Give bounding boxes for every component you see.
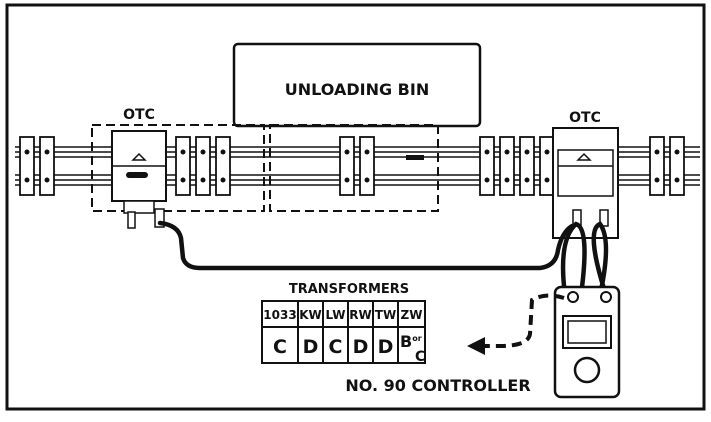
tie-spike xyxy=(544,177,550,183)
table-header-cell: LW xyxy=(326,308,346,322)
otc-left-outline xyxy=(91,124,265,212)
tie-spike xyxy=(504,177,510,183)
tie-spike xyxy=(180,149,186,155)
tie-spike xyxy=(220,177,226,183)
table-header-cell: 1033 xyxy=(263,308,296,322)
controller-button xyxy=(573,356,601,384)
controller-terminal-2 xyxy=(600,291,612,303)
tie-spike xyxy=(200,177,206,183)
table-value-cell: D xyxy=(303,336,319,358)
tie-spike xyxy=(524,149,530,155)
controller-terminal-1 xyxy=(567,291,579,303)
tie-spike xyxy=(180,177,186,183)
tie-spike xyxy=(654,177,660,183)
wire-otc-left-to-controller xyxy=(157,220,575,271)
terminal-right-2 xyxy=(599,209,609,227)
tie-spike xyxy=(364,149,370,155)
tie-spike xyxy=(504,149,510,155)
tie-spike xyxy=(674,177,680,183)
otc-right-label: OTC xyxy=(569,110,601,126)
tie-spike xyxy=(544,149,550,155)
table-header-cell: RW xyxy=(349,308,371,322)
tie-spike xyxy=(654,149,660,155)
table-value-cell: C xyxy=(329,336,343,358)
table-header-cell: ZW xyxy=(401,308,423,322)
table-header-cell: TW xyxy=(375,308,396,322)
track-tie xyxy=(339,136,355,196)
table-header-cell: KW xyxy=(299,308,322,322)
terminal-left-1 xyxy=(127,211,136,229)
track-tie xyxy=(39,136,55,196)
wire-loop-1 xyxy=(560,221,587,298)
lead-arrowhead xyxy=(467,337,485,355)
tie-spike xyxy=(24,149,30,155)
track-tie xyxy=(19,136,35,196)
table-value-cell: D xyxy=(353,336,369,358)
track-tie xyxy=(499,136,515,196)
track-tie xyxy=(519,136,535,196)
tie-spike xyxy=(364,177,370,183)
tie-spike xyxy=(44,177,50,183)
track-tie xyxy=(359,136,375,196)
controller-label: NO. 90 CONTROLLER xyxy=(345,376,530,395)
tie-spike xyxy=(200,149,206,155)
track-tie xyxy=(539,136,555,196)
tie-spike xyxy=(524,177,530,183)
otc-left-device xyxy=(111,130,167,229)
tie-spike xyxy=(484,177,490,183)
track-tie xyxy=(479,136,495,196)
table-value-cell: C xyxy=(273,336,287,358)
transformers-title: TRANSFORMERS xyxy=(289,282,409,297)
bin-track-mark xyxy=(406,155,424,160)
bin-footprint-outline xyxy=(269,124,439,212)
otc-right-device xyxy=(552,127,619,239)
dashed-lead-to-table xyxy=(484,293,565,348)
terminal-left-2 xyxy=(154,208,165,228)
tie-spike xyxy=(24,177,30,183)
tie-spike xyxy=(344,177,350,183)
track-tie xyxy=(649,136,665,196)
track-tie xyxy=(195,136,211,196)
table-value-cell: D xyxy=(378,336,394,358)
unloading-bin-label: UNLOADING BIN xyxy=(285,80,429,99)
tie-spike xyxy=(44,149,50,155)
otc-left-label: OTC xyxy=(123,107,155,123)
tie-spike xyxy=(344,149,350,155)
wire-loop-2 xyxy=(591,221,609,298)
track-tie xyxy=(669,136,685,196)
tie-spike xyxy=(484,149,490,155)
no-90-controller xyxy=(553,285,621,399)
track-ties xyxy=(19,136,685,196)
track-tie xyxy=(215,136,231,196)
track-tie xyxy=(175,136,191,196)
tie-spike xyxy=(220,149,226,155)
tie-spike xyxy=(674,149,680,155)
